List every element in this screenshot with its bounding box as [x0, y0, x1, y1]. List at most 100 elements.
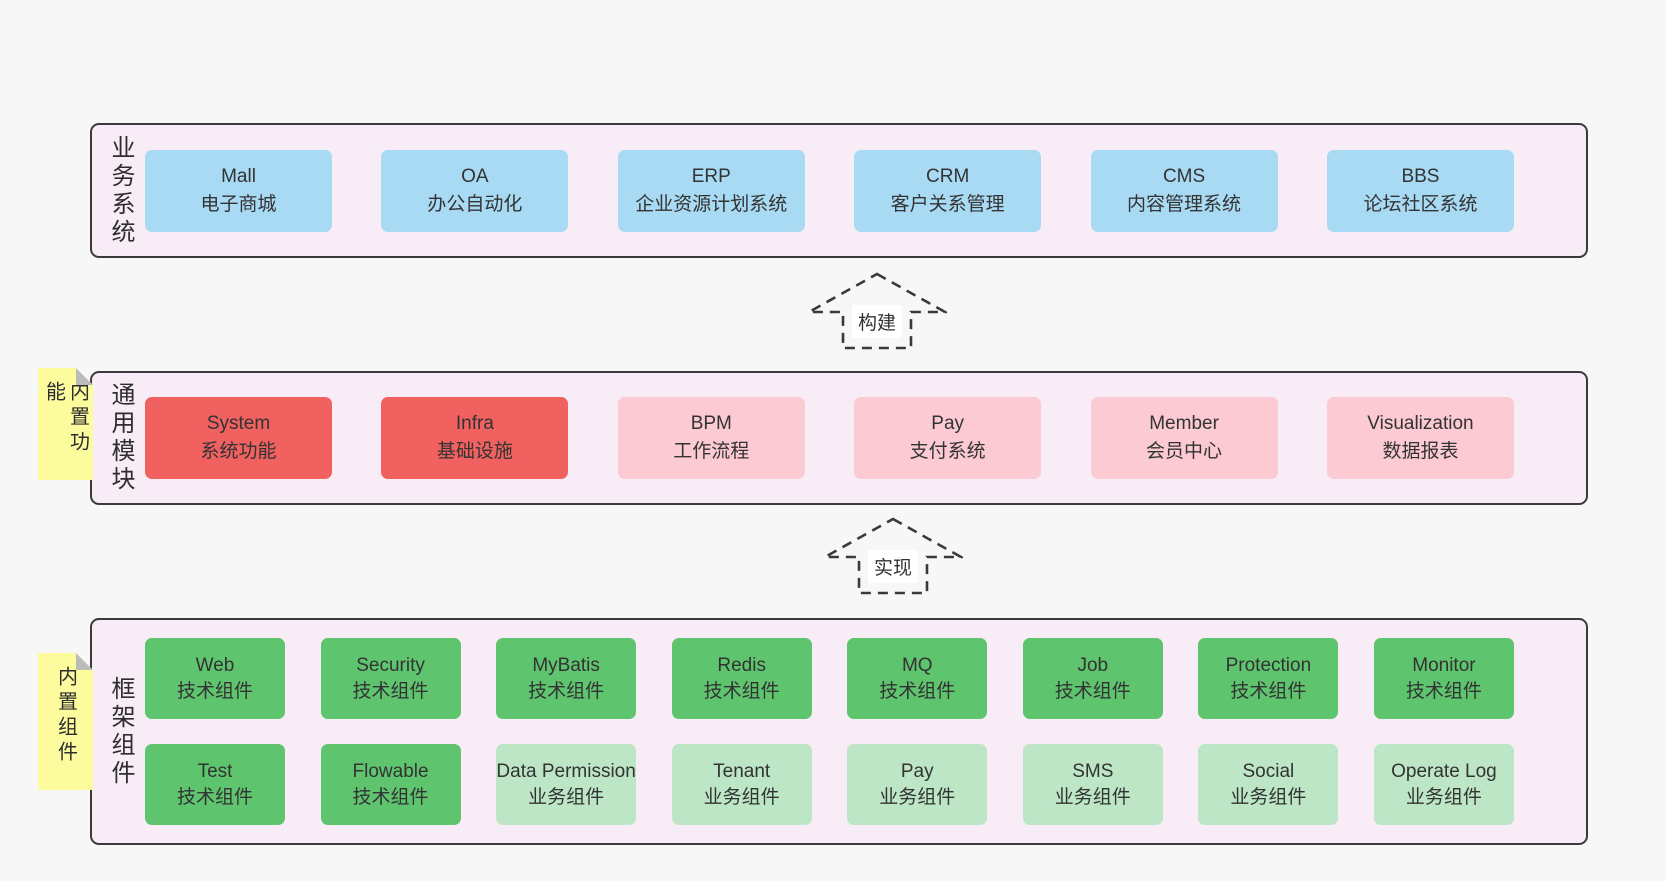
box-title: Visualization — [1367, 413, 1474, 435]
box-bbs: BBS 论坛社区系统 — [1326, 149, 1514, 232]
box-subtitle: 技术组件 — [352, 680, 429, 702]
box-subtitle: 业务组件 — [1054, 786, 1131, 808]
framework-components-boxes: Web 技术组件 Security 技术组件 MyBatis 技术组件 Redi… — [145, 638, 1514, 825]
implement-arrow: 实现 — [823, 516, 963, 596]
box-data-permission: Data Permission 业务组件 — [496, 744, 637, 825]
box-title: Member — [1149, 413, 1219, 435]
build-arrow: 构建 — [807, 271, 947, 351]
box-title: MyBatis — [532, 655, 600, 677]
sticky-note-built-in-components: 内置组件 — [38, 653, 93, 790]
box-subtitle: 技术组件 — [528, 680, 605, 702]
sticky-note-built-in-features: 内置功能 — [38, 368, 93, 480]
box-erp: ERP 企业资源计划系统 — [617, 149, 805, 232]
common-modules-panel: 通用模块 System 系统功能 Infra 基础设施 BPM 工作流程 Pay… — [90, 371, 1588, 505]
box-subtitle: 技术组件 — [1054, 680, 1131, 702]
box-bpm: BPM 工作流程 — [617, 397, 805, 479]
box-subtitle: 办公自动化 — [427, 193, 523, 215]
box-title: CRM — [926, 165, 970, 187]
panel-label-common-modules: 通用模块 — [107, 382, 134, 494]
box-mall: Mall 电子商城 — [145, 149, 332, 232]
box-subtitle: 业务组件 — [703, 786, 780, 808]
box-sms: SMS 业务组件 — [1022, 744, 1163, 825]
box-web: Web 技术组件 — [145, 638, 285, 719]
box-tenant: Tenant 业务组件 — [671, 744, 812, 825]
box-subtitle: 技术组件 — [1230, 680, 1307, 702]
box-subtitle: 业务组件 — [1230, 786, 1307, 808]
box-title: Monitor — [1412, 655, 1476, 677]
box-title: Protection — [1225, 655, 1312, 677]
box-title: Web — [195, 655, 235, 677]
sticky-note-text: 内置组件 — [54, 666, 77, 766]
box-subtitle: 技术组件 — [176, 786, 253, 808]
up-arrow-dashed-icon — [807, 272, 947, 350]
box-security: Security 技术组件 — [320, 638, 461, 719]
box-title: Pay — [900, 761, 934, 783]
build-arrow-label: 构建 — [851, 305, 903, 338]
box-title: Pay — [931, 413, 965, 435]
box-monitor: Monitor 技术组件 — [1373, 638, 1514, 719]
box-subtitle: 企业资源计划系统 — [635, 193, 788, 215]
box-crm: CRM 客户关系管理 — [854, 149, 1042, 232]
box-test: Test 技术组件 — [145, 744, 285, 825]
box-cms: CMS 内容管理系统 — [1090, 149, 1278, 232]
box-title: Security — [356, 655, 425, 677]
box-flowable: Flowable 技术组件 — [320, 744, 461, 825]
business-systems-boxes: Mall 电子商城 OA 办公自动化 ERP 企业资源计划系统 CRM 客户关系… — [145, 149, 1514, 232]
box-subtitle: 技术组件 — [879, 680, 956, 702]
business-systems-panel: 业务系统 Mall 电子商城 OA 办公自动化 ERP 企业资源计划系统 CRM… — [90, 123, 1588, 258]
box-title: Operate Log — [1391, 761, 1497, 783]
box-title: Social — [1242, 761, 1295, 783]
box-subtitle: 论坛社区系统 — [1363, 193, 1478, 215]
box-subtitle: 业务组件 — [879, 786, 956, 808]
box-subtitle: 工作流程 — [673, 441, 750, 462]
box-operate-log: Operate Log 业务组件 — [1373, 744, 1514, 825]
box-subtitle: 支付系统 — [909, 441, 986, 462]
box-subtitle: 系统功能 — [200, 441, 277, 462]
box-title: BPM — [690, 413, 732, 435]
box-subtitle: 内容管理系统 — [1127, 193, 1242, 215]
box-subtitle: 业务组件 — [1405, 786, 1482, 808]
box-subtitle: 业务组件 — [528, 786, 605, 808]
box-social: Social 业务组件 — [1198, 744, 1339, 825]
box-title: Job — [1077, 655, 1109, 677]
box-pay-component: Pay 业务组件 — [847, 744, 988, 825]
panel-label-framework-components: 框架组件 — [107, 675, 134, 788]
box-infra: Infra 基础设施 — [381, 397, 569, 479]
box-oa: OA 办公自动化 — [381, 149, 569, 232]
box-protection: Protection 技术组件 — [1198, 638, 1339, 719]
box-title: System — [206, 413, 271, 435]
box-title: OA — [461, 165, 489, 187]
box-system: System 系统功能 — [145, 397, 332, 479]
box-subtitle: 技术组件 — [703, 680, 780, 702]
box-title: Redis — [717, 655, 766, 677]
box-member: Member 会员中心 — [1090, 397, 1278, 479]
implement-arrow-label: 实现 — [867, 550, 919, 583]
box-subtitle: 技术组件 — [176, 680, 253, 702]
box-subtitle: 技术组件 — [1405, 680, 1482, 702]
box-job: Job 技术组件 — [1022, 638, 1163, 719]
box-redis: Redis 技术组件 — [671, 638, 812, 719]
box-mybatis: MyBatis 技术组件 — [496, 638, 637, 719]
box-title: CMS — [1162, 165, 1206, 187]
box-title: Flowable — [352, 761, 429, 783]
box-subtitle: 会员中心 — [1146, 441, 1223, 462]
tech-components-row: Web 技术组件 Security 技术组件 MyBatis 技术组件 Redi… — [145, 638, 1514, 719]
box-subtitle: 技术组件 — [352, 786, 429, 808]
box-title: BBS — [1401, 165, 1440, 187]
box-visualization: Visualization 数据报表 — [1326, 397, 1514, 479]
box-title: SMS — [1072, 761, 1114, 783]
box-title: ERP — [691, 165, 731, 187]
box-subtitle: 基础设施 — [436, 441, 513, 462]
biz-components-row: Test 技术组件 Flowable 技术组件 Data Permission … — [145, 744, 1514, 825]
box-subtitle: 电子商城 — [200, 193, 277, 215]
box-pay-module: Pay 支付系统 — [854, 397, 1042, 479]
box-title: Tenant — [713, 761, 771, 783]
box-title: Data Permission — [496, 761, 636, 783]
framework-components-panel: 框架组件 Web 技术组件 Security 技术组件 MyBatis 技术组件… — [90, 618, 1588, 845]
up-arrow-dashed-icon — [823, 517, 963, 595]
common-modules-boxes: System 系统功能 Infra 基础设施 BPM 工作流程 Pay 支付系统… — [145, 397, 1514, 479]
box-title: Infra — [455, 413, 494, 435]
box-subtitle: 数据报表 — [1382, 441, 1459, 462]
box-mq: MQ 技术组件 — [847, 638, 988, 719]
